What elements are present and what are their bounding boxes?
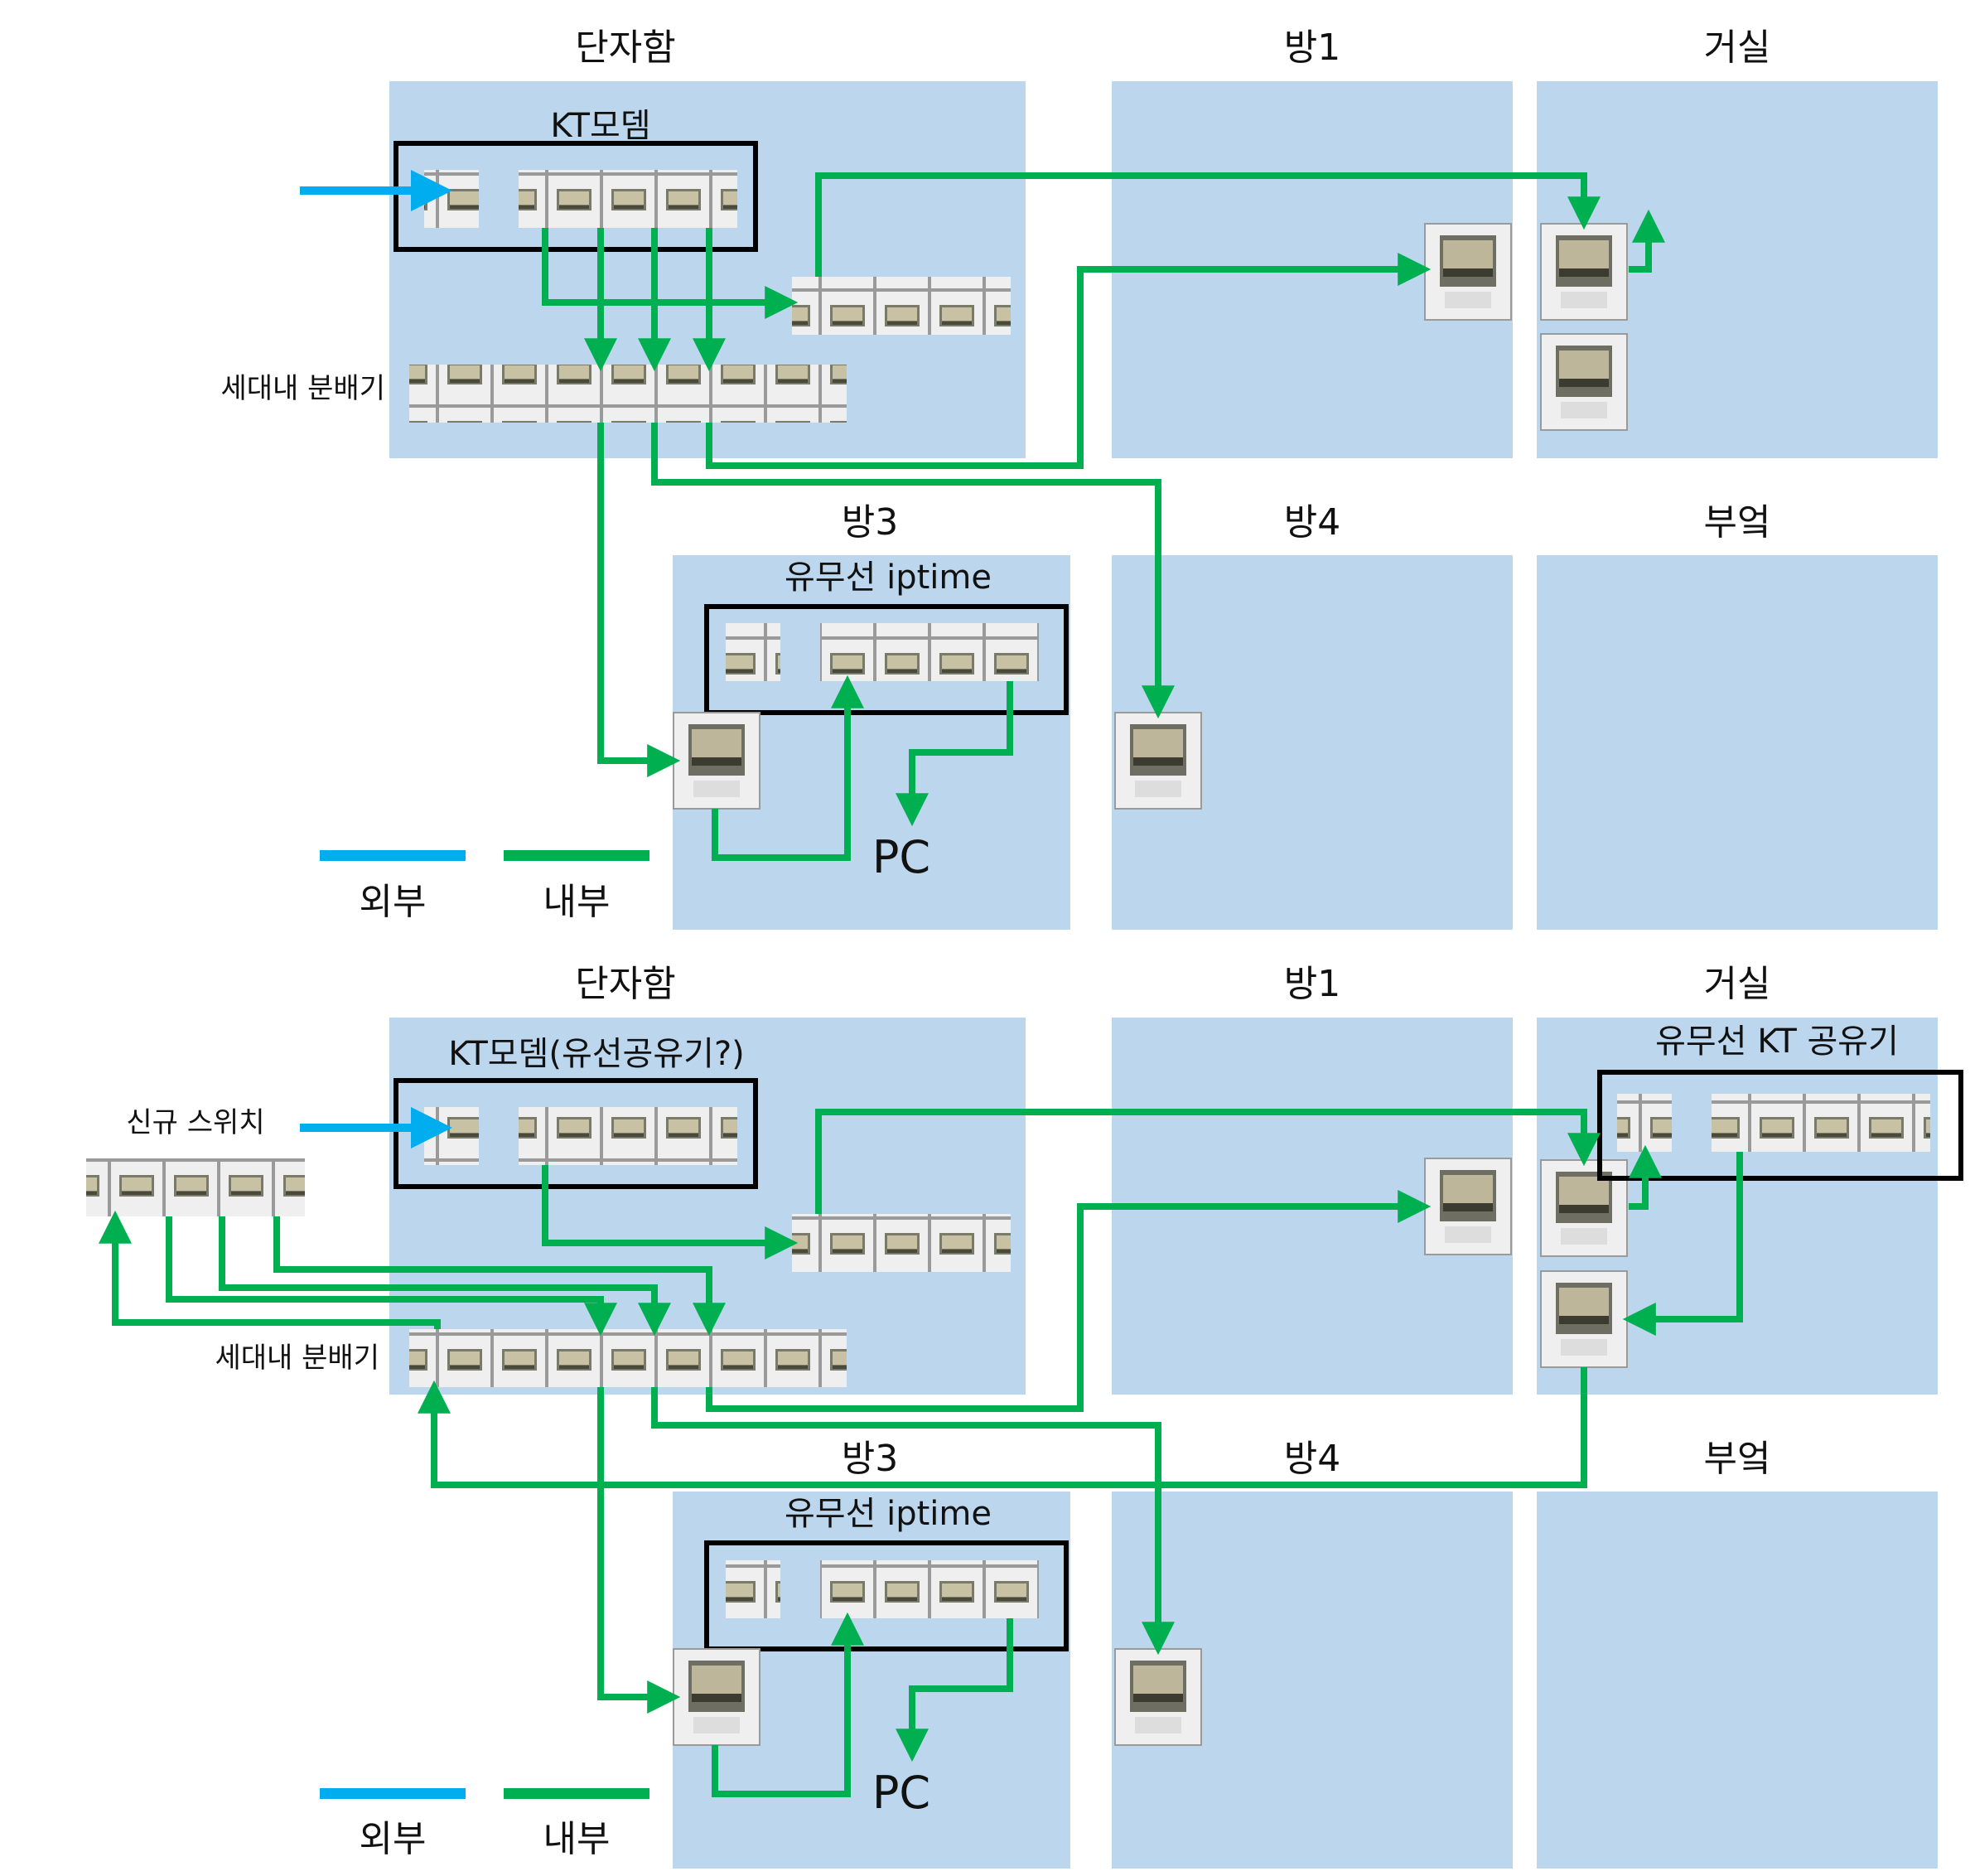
cable-switch-to-living-room (815, 1109, 1601, 1214)
room1-wall-jack (1424, 1158, 1512, 1255)
cable-living-room-to-kt-router (1629, 1144, 1662, 1210)
legend-internal-label: 내부 (543, 1818, 611, 1860)
cable-distributor-to-room4 (651, 423, 1175, 719)
kt-router-lan-ports (1712, 1094, 1930, 1152)
living-room-wall-jack-upper (1540, 1159, 1628, 1257)
kt-modem-lan-ports (519, 1107, 737, 1165)
distributor-ports (409, 365, 847, 423)
kt-modem-frame (394, 141, 758, 252)
cable-distributor-to-room1 (706, 1190, 1432, 1412)
cable-iptime-to-pc (896, 681, 1013, 827)
cable-room3-jack-to-iptime (712, 1612, 864, 1797)
room-label-room4: 방4 (1284, 1438, 1340, 1480)
kt-modem-label: KT모뎀(유선공유기?) (448, 1035, 745, 1073)
room-label-terminal-box: 단자함 (575, 963, 675, 1005)
distributor-label: 세대내 분배기 (215, 1342, 380, 1375)
room4-wall-jack (1114, 1648, 1202, 1746)
cable-new-switch-port2 (166, 1216, 617, 1337)
kt-modem-frame (394, 1078, 758, 1189)
kt-router-label: 유무선 KT 공유기 (1655, 1023, 1899, 1061)
cable-modem-to-switch (542, 1165, 799, 1260)
iptime-wan-port (726, 1560, 780, 1618)
internal-cables (542, 172, 1665, 861)
cable-lower-jack-to-distributor (418, 1367, 1587, 1488)
household-distributor: 세대내 분배기 (221, 365, 847, 423)
new-switch-label: 신규 스위치 (126, 1106, 264, 1139)
room-label-terminal-box: 단자함 (575, 27, 675, 69)
room3-wall-jack (673, 712, 760, 810)
room-label-room3: 방3 (842, 1438, 898, 1480)
legend-external-swatch (320, 1788, 466, 1799)
new-switch: 신규 스위치 (86, 1106, 305, 1216)
kitchen-room (1537, 1492, 1938, 1869)
kt-wireless-router: 유무선 KT 공유기 (1617, 1023, 1930, 1152)
room-label-room1: 방1 (1284, 27, 1340, 69)
kitchen-room (1537, 555, 1938, 930)
room-label-room4: 방4 (1284, 501, 1340, 544)
legend-1: 외부 내부 (320, 850, 649, 923)
iptime-label: 유무선 iptime (785, 558, 992, 597)
pc-label: PC (872, 831, 930, 883)
cable-new-switch-port3 (219, 1216, 671, 1337)
kt-router-wan-port (1617, 1094, 1672, 1152)
diagram-2: 단자함 방1 거실 방3 방4 부엌 KT모뎀(유선공유기?) 신규 스위치 세… (86, 963, 1963, 1869)
cable-distributor-to-new-switch (99, 1210, 441, 1329)
internal-cables-2 (99, 1109, 1743, 1797)
room-label-living-room: 거실 (1704, 963, 1771, 1005)
iptime-lan-ports (820, 1560, 1039, 1618)
new-switch-ports (86, 1158, 305, 1216)
diagram-1: 단자함 방1 거실 방3 방4 부엌 KT모뎀 세대내 분배기 유무선 ipti… (221, 27, 1938, 930)
room4-wall-jack (1114, 712, 1202, 810)
cable-new-switch-port4 (273, 1216, 726, 1337)
cable-living-room-uplink (1629, 209, 1665, 273)
kt-modem-wan-port (424, 1107, 479, 1165)
room-label-living-room: 거실 (1704, 27, 1771, 69)
legend-external-label: 외부 (360, 1818, 427, 1860)
kt-modem-label: KT모뎀 (550, 107, 650, 145)
legend-2: 외부 내부 (320, 1788, 649, 1860)
iptime-router: 유무선 iptime (704, 558, 1069, 715)
living-room-wall-jack-lower (1540, 333, 1628, 431)
pc-label: PC (872, 1767, 930, 1819)
living-room-wall-jack-lower (1540, 1270, 1628, 1368)
household-distributor-2: 세대내 분배기 (215, 1329, 847, 1387)
distributor-label: 세대내 분배기 (221, 372, 386, 405)
legend-internal-label: 내부 (543, 881, 611, 923)
room-label-room1: 방1 (1284, 963, 1340, 1005)
cable-distributor-to-room3 (597, 1387, 681, 1714)
iptime-frame (704, 1540, 1069, 1651)
legend-internal-swatch (504, 1788, 649, 1799)
iptime-router-2: 유무선 iptime (704, 1495, 1069, 1651)
legend-external-label: 외부 (360, 881, 427, 923)
legend-external-swatch (320, 850, 466, 861)
iptime-label: 유무선 iptime (785, 1495, 992, 1533)
cable-room3-jack-to-iptime (712, 674, 864, 861)
cable-distributor-to-room4 (651, 1387, 1175, 1656)
iptime-lan-ports (820, 623, 1039, 681)
cable-distributor-to-room1 (706, 253, 1432, 469)
living-room-wall-jack-upper (1540, 223, 1628, 321)
distributor-ports (409, 1329, 847, 1387)
cable-switch-to-living-room (815, 172, 1601, 277)
kt-router-frame (1597, 1070, 1963, 1181)
iptime-wan-port (726, 623, 780, 681)
iptime-frame (704, 604, 1069, 715)
room-label-kitchen: 부엌 (1704, 501, 1771, 544)
kt-modem-lan-ports (519, 170, 737, 228)
terminal-box-switch (792, 277, 1011, 335)
terminal-box-switch (792, 1214, 1011, 1272)
legend-internal-swatch (504, 850, 649, 861)
cable-kt-router-to-lower-jack (1622, 1152, 1743, 1336)
cable-iptime-to-pc (896, 1618, 1013, 1762)
kt-modem: KT모뎀 (394, 107, 758, 252)
room-label-kitchen: 부엌 (1704, 1438, 1771, 1480)
kt-modem-2: KT모뎀(유선공유기?) (394, 1035, 758, 1189)
kt-modem-wan-port (424, 170, 479, 228)
cable-distributor-to-room3 (597, 423, 681, 777)
room-label-room3: 방3 (842, 501, 898, 544)
room3-wall-jack (673, 1648, 760, 1746)
room1-wall-jack (1424, 223, 1512, 321)
